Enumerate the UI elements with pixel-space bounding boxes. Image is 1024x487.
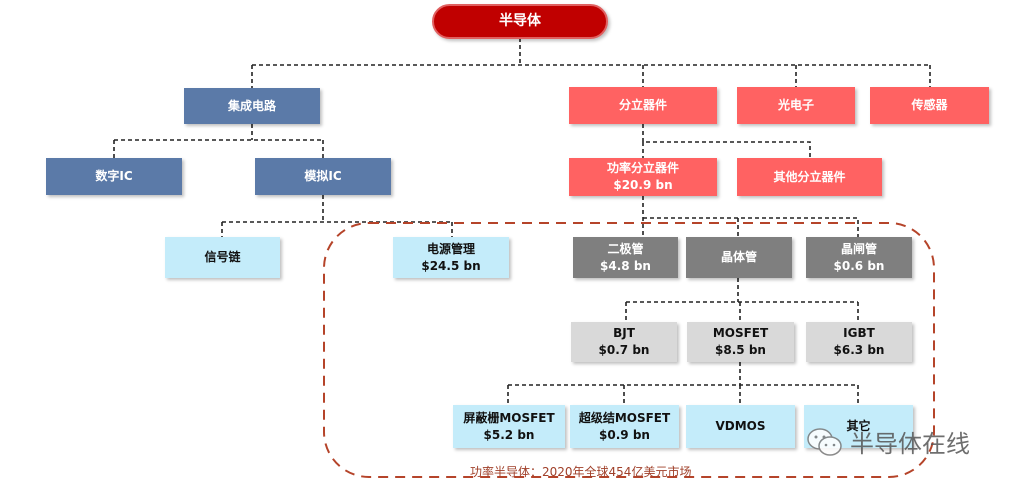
node-value: $0.6 bn: [833, 258, 885, 273]
node-igbt: IGBT $6.3 bn: [806, 322, 912, 362]
node-label: 模拟IC: [304, 169, 342, 183]
node-label: 晶体管: [720, 250, 757, 264]
node-value: $4.8 bn: [600, 258, 651, 273]
node-value: $5.2 bn: [483, 427, 535, 442]
wechat-icon: [807, 427, 842, 456]
node-semiconductor: 半导体: [432, 4, 608, 39]
node-label: 半导体: [499, 13, 541, 29]
node-label: 分立器件: [618, 98, 667, 112]
node-other-discrete: 其他分立器件: [737, 158, 882, 196]
node-label: 其它: [846, 419, 871, 433]
node-transistor: 晶体管: [686, 237, 792, 278]
node-value: $0.9 bn: [599, 427, 650, 442]
watermark: 半导体在线: [806, 424, 970, 459]
node-value: $6.3 bn: [833, 343, 885, 357]
node-analog-ic: 模拟IC: [255, 158, 391, 195]
node-mosfet: MOSFET $8.5 bn: [687, 322, 794, 362]
node-label: 功率分立器件: [606, 161, 679, 175]
node-power-management: 电源管理 $24.5 bn: [393, 237, 509, 278]
node-label: BJT: [613, 326, 635, 340]
node-label: 晶闸管: [840, 241, 877, 256]
node-bjt: BJT $0.7 bn: [571, 322, 677, 362]
node-label: 集成电路: [227, 98, 276, 113]
node-sensor: 传感器: [870, 87, 989, 124]
node-diode: 二极管 $4.8 bn: [573, 237, 678, 278]
node-signal-chain: 信号链: [165, 237, 280, 278]
node-digital-ic: 数字IC: [46, 158, 182, 195]
node-label: 传感器: [911, 98, 948, 112]
node-value: $24.5 bn: [421, 258, 481, 273]
node-label: 信号链: [204, 250, 241, 264]
node-discrete: 分立器件: [569, 87, 717, 124]
node-label: IGBT: [843, 326, 875, 340]
node-label: 其他分立器件: [773, 169, 846, 184]
node-value: $8.5 bn: [715, 343, 766, 357]
node-label: 超级结MOSFET: [578, 410, 671, 425]
node-vdmos: VDMOS: [686, 405, 795, 448]
node-value: $20.9 bn: [613, 178, 673, 192]
node-thyristor: 晶闸管 $0.6 bn: [806, 237, 912, 278]
node-label: MOSFET: [712, 326, 769, 340]
node-super-junction-mosfet: 超级结MOSFET $0.9 bn: [570, 405, 679, 448]
node-shielded-gate-mosfet: 屏蔽栅MOSFET $5.2 bn: [453, 405, 565, 448]
node-label: 光电子: [777, 98, 814, 112]
node-label: 数字IC: [95, 169, 133, 183]
node-label: 屏蔽栅MOSFET: [463, 410, 555, 425]
node-other: 其它: [804, 405, 913, 448]
node-power-discrete: 功率分立器件 $20.9 bn: [569, 158, 717, 196]
power-semiconductor-caption: 功率半导体：2020年全球454亿美元市场: [470, 465, 692, 479]
watermark-text: 半导体在线: [850, 430, 970, 458]
node-label: VDMOS: [715, 419, 766, 433]
node-ic: 集成电路: [184, 88, 320, 124]
power-semiconductor-boundary: [323, 222, 935, 478]
node-value: $0.7 bn: [598, 343, 650, 357]
node-label: 电源管理: [426, 241, 475, 256]
node-optoelectronics: 光电子: [737, 87, 855, 124]
node-label: 二极管: [607, 241, 644, 256]
